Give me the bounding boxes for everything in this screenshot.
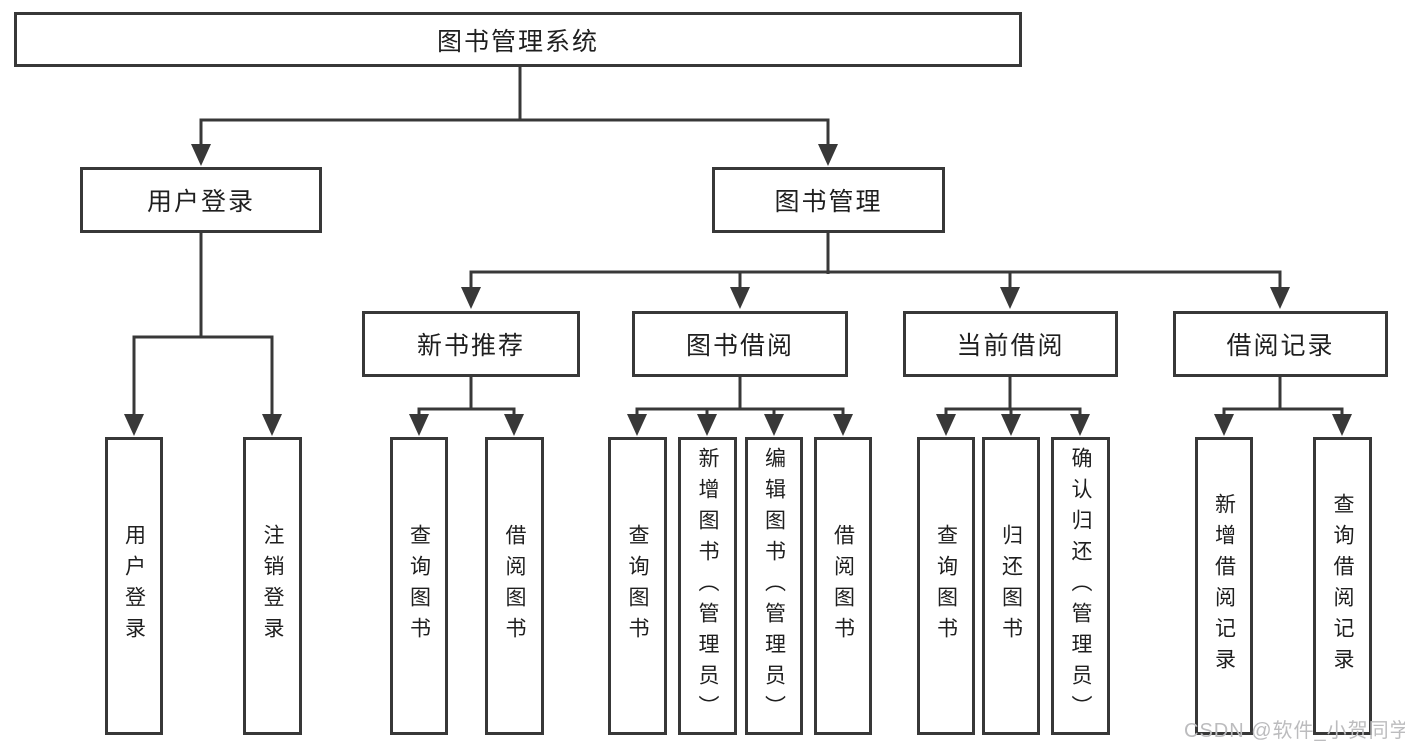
node-root-label: 图书管理系统 — [436, 27, 599, 56]
arrowhead-records — [1270, 287, 1290, 309]
node-book-borrow: 图书借阅 — [632, 311, 848, 377]
node-book-borrow-label: 图书借阅 — [685, 332, 794, 360]
connector-root-branch — [199, 67, 830, 145]
arrowhead-current-return — [1001, 414, 1021, 436]
leaf-records-add: 新增借阅记录 — [1195, 437, 1253, 735]
arrowhead-borrowing-borrow — [833, 414, 853, 436]
leaf-logout-label: 注销登录 — [261, 524, 284, 648]
leaf-user-login: 用户登录 — [105, 437, 163, 735]
leaf-current-confirm-label: 确认归还（管理员） — [1069, 446, 1092, 726]
leaf-current-query-label: 查询图书 — [934, 524, 958, 648]
arrowhead-new-books — [461, 287, 481, 309]
arrowhead-leaf-logout — [262, 414, 282, 436]
arrowhead-book-mgmt — [818, 144, 838, 166]
node-new-book-recommend: 新书推荐 — [362, 311, 580, 377]
watermark: CSDN @软件_小贺同学 — [1184, 720, 1405, 742]
node-book-management-label: 图书管理 — [774, 188, 883, 216]
leaf-records-query: 查询借阅记录 — [1313, 437, 1372, 735]
node-user-login-label: 用户登录 — [146, 188, 255, 216]
leaf-records-add-label: 新增借阅记录 — [1212, 493, 1236, 679]
arrowhead-leaf-login — [124, 414, 144, 436]
arrowhead-current — [1000, 287, 1020, 309]
node-current-borrow-label: 当前借阅 — [956, 332, 1065, 360]
leaf-borrowing-query: 查询图书 — [608, 437, 667, 735]
leaf-borrowing-edit-label: 编辑图书（管理员） — [762, 446, 786, 726]
arrowhead-records-query — [1332, 414, 1352, 436]
connector-records-branch — [1222, 377, 1344, 416]
connector-book-mgmt-branch — [469, 233, 1282, 289]
node-current-borrow: 当前借阅 — [903, 311, 1118, 377]
leaf-user-login-label: 用户登录 — [122, 524, 146, 648]
leaf-borrowing-add: 新增图书（管理员） — [678, 437, 737, 735]
node-borrow-records: 借阅记录 — [1173, 311, 1388, 377]
arrowhead-current-query — [936, 414, 956, 436]
leaf-records-query-label: 查询借阅记录 — [1331, 493, 1354, 679]
leaf-newbooks-borrow-label: 借阅图书 — [503, 524, 526, 648]
connector-new-books-branch — [417, 377, 516, 416]
leaf-borrowing-add-label: 新增图书（管理员） — [696, 446, 719, 726]
arrowhead-newbooks-query — [409, 414, 429, 436]
arrowhead-current-confirm — [1070, 414, 1090, 436]
leaf-newbooks-query: 查询图书 — [390, 437, 448, 735]
leaf-current-return: 归还图书 — [982, 437, 1040, 735]
leaf-borrowing-borrow: 借阅图书 — [814, 437, 872, 735]
leaf-borrowing-edit: 编辑图书（管理员） — [745, 437, 803, 735]
node-root: 图书管理系统 — [14, 12, 1022, 67]
arrowhead-user-login — [191, 144, 211, 166]
leaf-logout: 注销登录 — [243, 437, 302, 735]
node-borrow-records-label: 借阅记录 — [1226, 332, 1335, 360]
arrowhead-borrowing — [730, 287, 750, 309]
leaf-current-return-label: 归还图书 — [999, 524, 1023, 648]
arrowhead-borrowing-query — [627, 414, 647, 436]
node-new-book-recommend-label: 新书推荐 — [416, 332, 525, 360]
arrowhead-records-add — [1214, 414, 1234, 436]
arrowhead-newbooks-borrow — [504, 414, 524, 436]
connector-borrowing-branch — [635, 377, 845, 416]
node-user-login: 用户登录 — [80, 167, 322, 233]
node-book-management: 图书管理 — [712, 167, 945, 233]
leaf-newbooks-query-label: 查询图书 — [407, 524, 431, 648]
leaf-newbooks-borrow: 借阅图书 — [485, 437, 544, 735]
connector-user-login-branch — [132, 233, 274, 416]
leaf-current-query: 查询图书 — [917, 437, 975, 735]
leaf-current-confirm: 确认归还（管理员） — [1051, 437, 1110, 735]
connector-current-branch — [944, 377, 1082, 416]
leaf-borrowing-borrow-label: 借阅图书 — [831, 524, 855, 648]
leaf-borrowing-query-label: 查询图书 — [626, 524, 649, 648]
arrowhead-borrowing-add — [697, 414, 717, 436]
arrowhead-borrowing-edit — [764, 414, 784, 436]
